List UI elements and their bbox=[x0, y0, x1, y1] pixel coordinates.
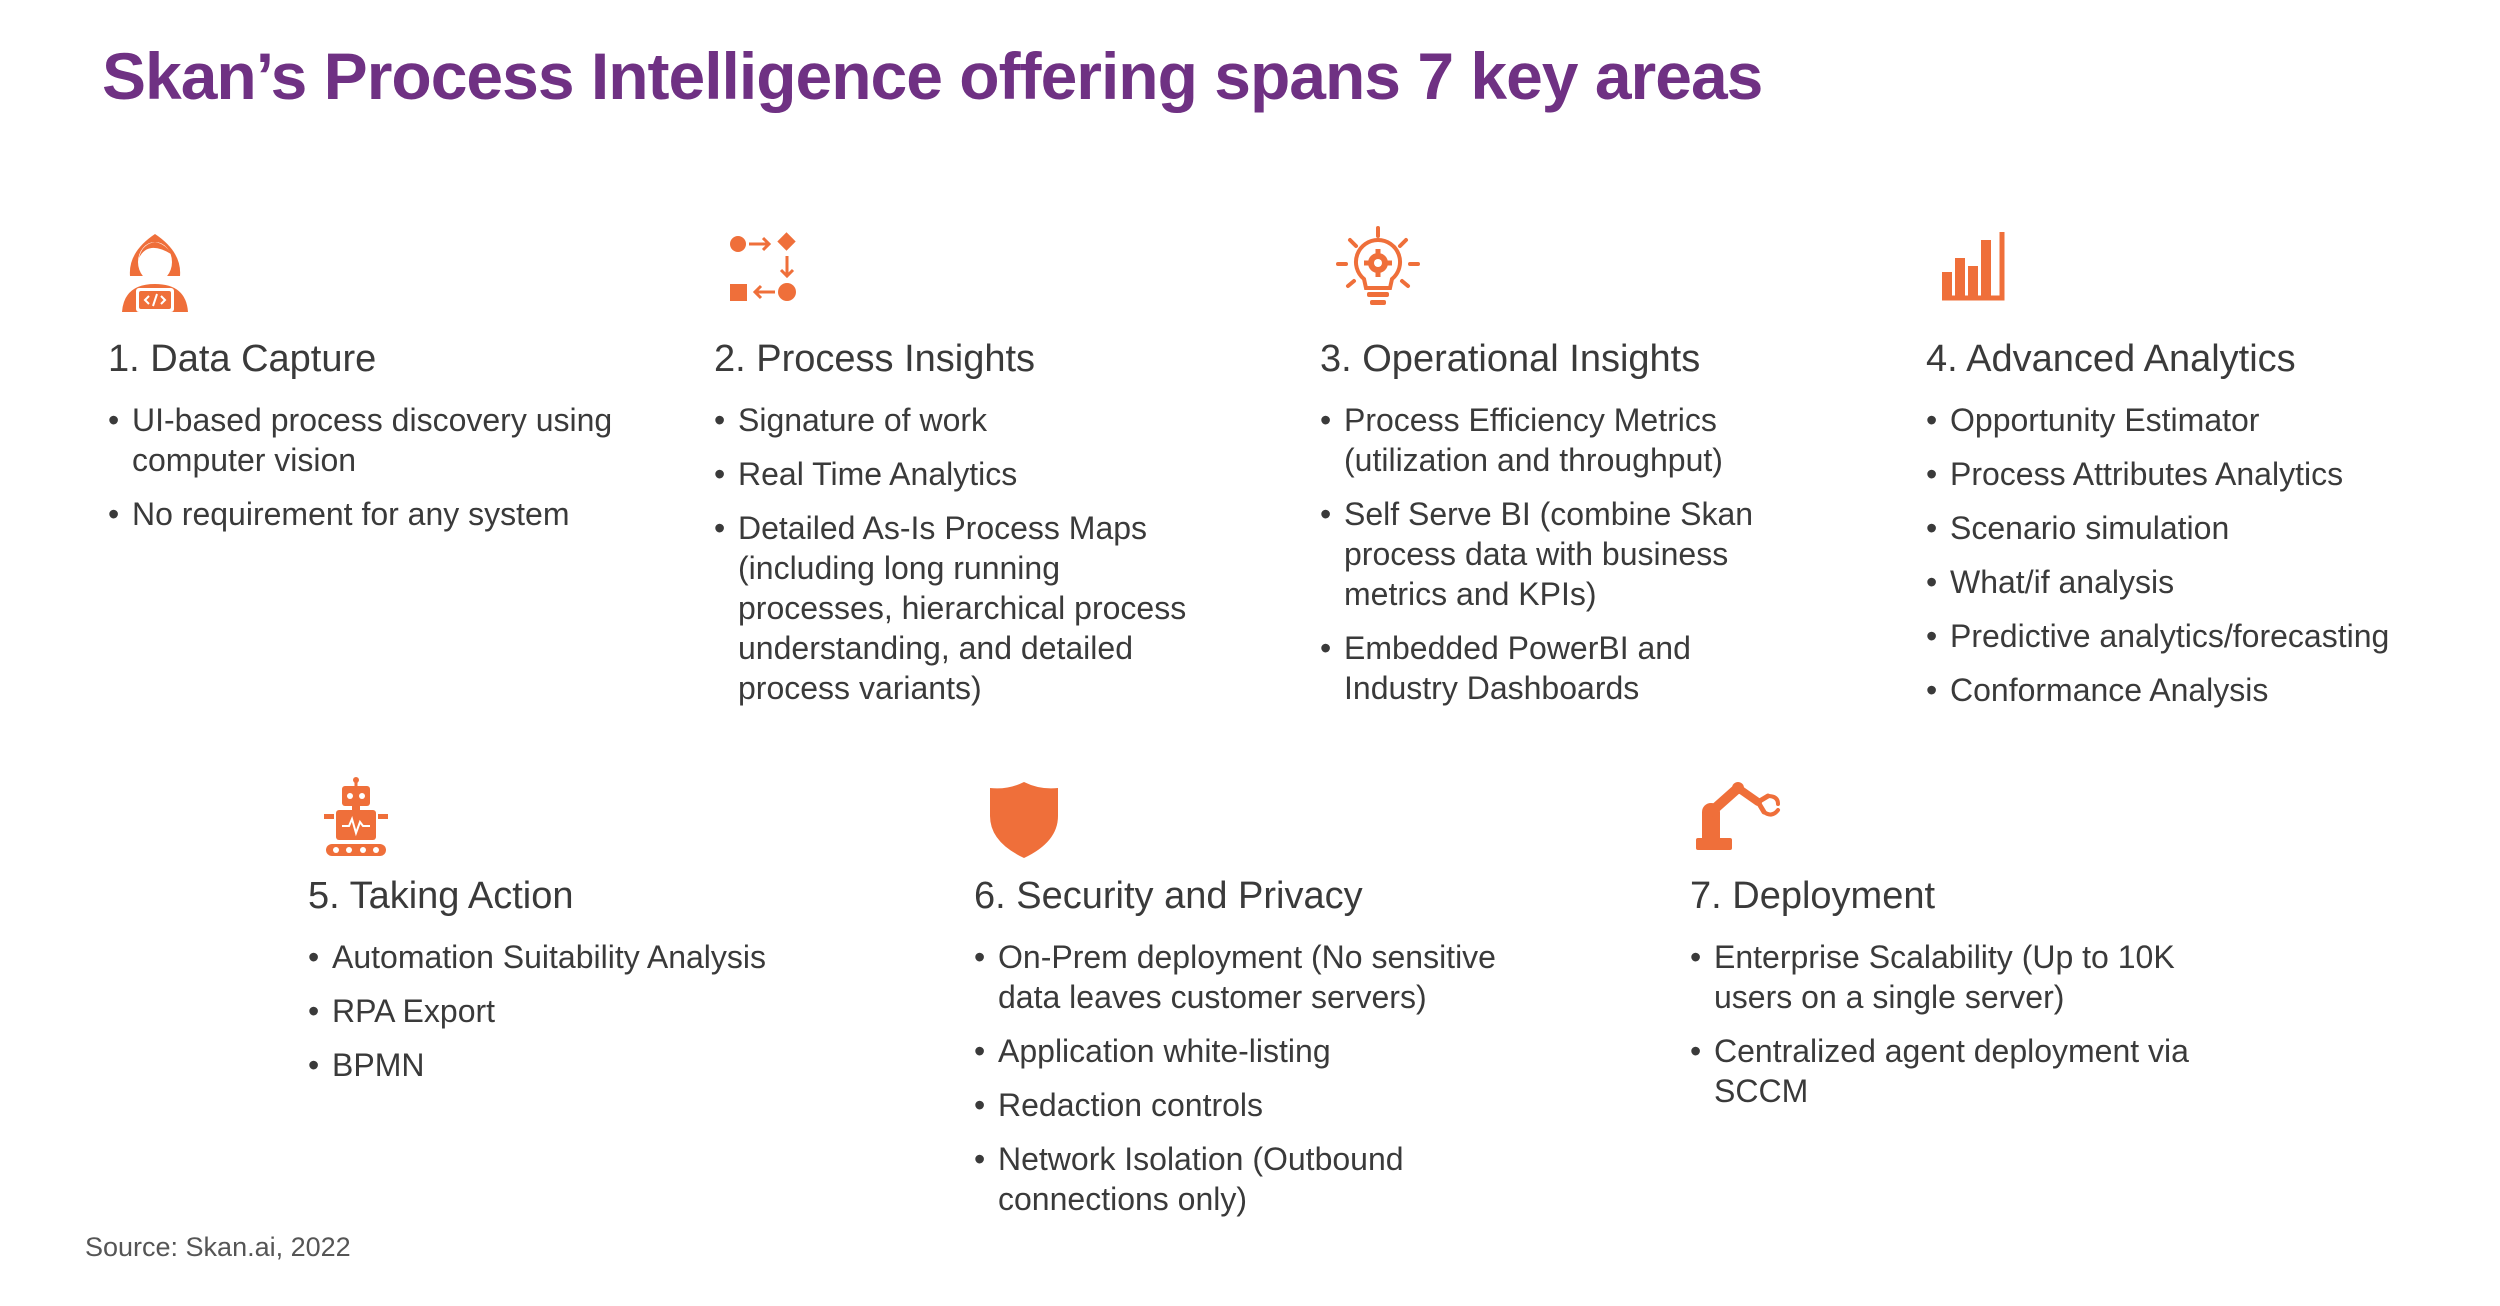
area-items-advanced-analytics: Opportunity Estimator Process Attributes… bbox=[1926, 400, 2446, 724]
list-item: BPMN bbox=[308, 1045, 868, 1085]
list-item: Detailed As-Is Process Maps (including l… bbox=[714, 508, 1214, 708]
area-heading-deployment: 7. Deployment bbox=[1690, 875, 1936, 917]
shield-icon bbox=[988, 780, 1060, 860]
list-item: Scenario simulation bbox=[1926, 508, 2446, 548]
area-heading-advanced-analytics: 4. Advanced Analytics bbox=[1926, 338, 2296, 380]
area-heading-taking-action: 5. Taking Action bbox=[308, 875, 574, 917]
area-items-operational-insights: Process Efficiency Metrics (utilization … bbox=[1320, 400, 1790, 722]
list-item: Self Serve BI (combine Skan process data… bbox=[1320, 494, 1790, 614]
list-item: Enterprise Scalability (Up to 10K users … bbox=[1690, 937, 2230, 1017]
area-heading-security-privacy: 6. Security and Privacy bbox=[974, 875, 1363, 917]
list-item: Process Efficiency Metrics (utilization … bbox=[1320, 400, 1790, 480]
list-item: Redaction controls bbox=[974, 1085, 1554, 1125]
list-item: Predictive analytics/forecasting bbox=[1926, 616, 2446, 656]
area-items-deployment: Enterprise Scalability (Up to 10K users … bbox=[1690, 937, 2230, 1125]
process-flow-icon bbox=[729, 232, 799, 304]
robotic-arm-icon bbox=[1692, 782, 1784, 852]
area-heading-data-capture: 1. Data Capture bbox=[108, 338, 377, 380]
source-note: Source: Skan.ai, 2022 bbox=[85, 1232, 351, 1262]
area-heading-process-insights: 2. Process Insights bbox=[714, 338, 1036, 380]
page-title: Skan’s Process Intelligence offering spa… bbox=[102, 39, 1763, 113]
list-item: No requirement for any system bbox=[108, 494, 628, 534]
area-items-data-capture: UI-based process discovery using compute… bbox=[108, 400, 628, 548]
person-laptop-icon bbox=[118, 228, 192, 314]
list-item: UI-based process discovery using compute… bbox=[108, 400, 628, 480]
list-item: Network Isolation (Outbound connections … bbox=[974, 1139, 1554, 1219]
list-item: Conformance Analysis bbox=[1926, 670, 2446, 710]
list-item: On-Prem deployment (No sensitive data le… bbox=[974, 937, 1554, 1017]
list-item: Signature of work bbox=[714, 400, 1214, 440]
list-item: Automation Suitability Analysis bbox=[308, 937, 868, 977]
area-heading-operational-insights: 3. Operational Insights bbox=[1320, 338, 1701, 380]
area-items-taking-action: Automation Suitability Analysis RPA Expo… bbox=[308, 937, 868, 1099]
lightbulb-gear-icon bbox=[1336, 226, 1420, 310]
robot-icon bbox=[322, 776, 390, 858]
list-item: Real Time Analytics bbox=[714, 454, 1214, 494]
list-item: RPA Export bbox=[308, 991, 868, 1031]
list-item: Centralized agent deployment via SCCM bbox=[1690, 1031, 2230, 1111]
list-item: Process Attributes Analytics bbox=[1926, 454, 2446, 494]
area-items-security-privacy: On-Prem deployment (No sensitive data le… bbox=[974, 937, 1554, 1233]
list-item: What/if analysis bbox=[1926, 562, 2446, 602]
bar-chart-icon bbox=[1940, 230, 2014, 302]
area-items-process-insights: Signature of work Real Time Analytics De… bbox=[714, 400, 1214, 722]
list-item: Application white-listing bbox=[974, 1031, 1554, 1071]
list-item: Embedded PowerBI and Industry Dashboards bbox=[1320, 628, 1790, 708]
list-item: Opportunity Estimator bbox=[1926, 400, 2446, 440]
